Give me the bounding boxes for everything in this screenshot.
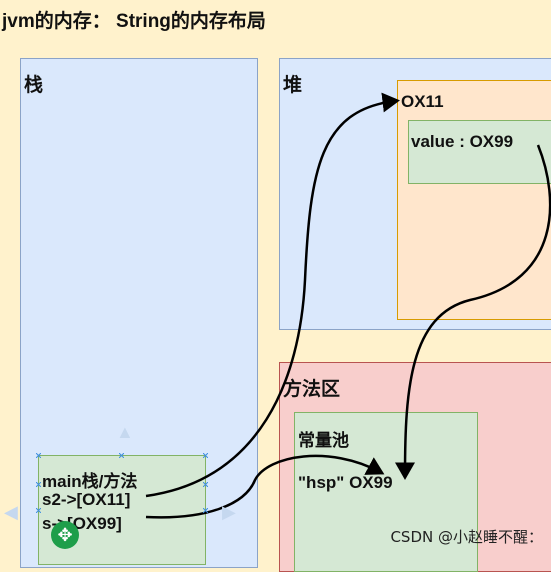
watermark: CSDN @小赵睡不醒：: [390, 528, 543, 546]
method-area-label: 方法区: [283, 379, 341, 400]
heap-label: 堆: [283, 75, 303, 96]
arrow-value-to-literal: [395, 144, 551, 480]
connect-right-arrow-icon[interactable]: ▶: [222, 502, 236, 522]
arrow-s-to-literal: [145, 454, 385, 519]
value-field-label: value : OX99: [411, 132, 514, 151]
connect-left-arrow-icon[interactable]: ◀: [4, 502, 18, 522]
stack-label: 栈: [24, 75, 44, 96]
literal-label: "hsp" OX99: [298, 473, 393, 492]
object-address-label: OX11: [401, 92, 444, 111]
diagram-title: jvm的内存： String的内存布局: [2, 11, 266, 32]
arrow-s2-to-object: [145, 92, 400, 498]
constant-pool-label: 常量池: [298, 431, 349, 450]
move-handle-icon[interactable]: ✥: [51, 521, 79, 549]
selection-handle-ne[interactable]: [203, 453, 208, 458]
frame-line-s2: s2->[OX11]: [42, 490, 131, 509]
selection-handle-w[interactable]: [36, 508, 41, 513]
frame-title: main栈/方法: [42, 472, 138, 491]
connect-up-arrow-icon[interactable]: ▲: [116, 422, 134, 442]
constant-pool-box[interactable]: [294, 412, 478, 572]
connector-arrows: [145, 92, 551, 519]
selection-handle-nw[interactable]: [36, 453, 41, 458]
value-field-box[interactable]: [408, 120, 551, 184]
selection-handle-w-upper[interactable]: [36, 482, 41, 487]
selection-handle-n[interactable]: [119, 453, 124, 458]
selection-handle-e[interactable]: [203, 508, 208, 513]
selection-handle-e-upper[interactable]: [203, 482, 208, 487]
